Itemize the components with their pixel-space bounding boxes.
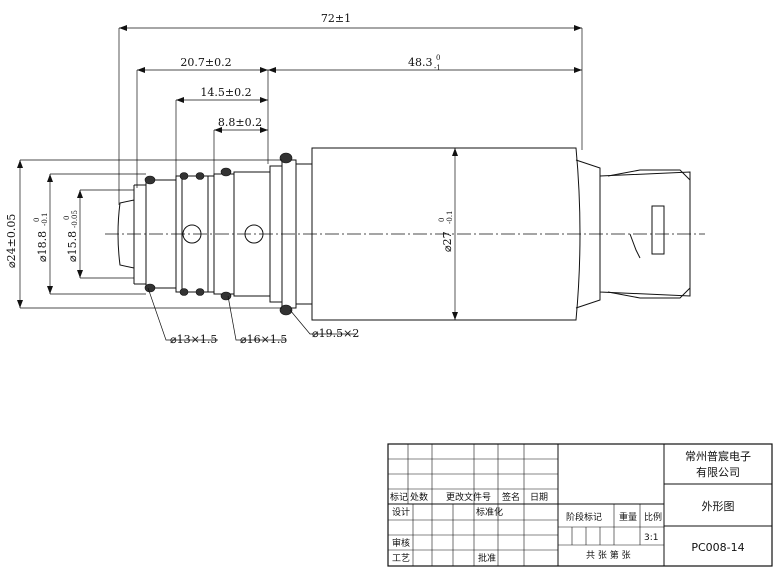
label-stage-mark: 阶段标记 bbox=[566, 511, 602, 523]
drawing-name: 外形图 bbox=[702, 500, 735, 513]
valve-body bbox=[105, 147, 705, 321]
label-ratio: 比例 bbox=[644, 511, 662, 523]
company-name-line2: 有限公司 bbox=[696, 465, 740, 479]
label-review: 审核 bbox=[392, 537, 410, 549]
port-hole bbox=[244, 224, 264, 244]
dim-dia-15-8-tol-upper: 0 bbox=[63, 216, 71, 220]
dim-dia-18-8-tol-upper: 0 bbox=[33, 218, 41, 222]
dim-dia-24: ⌀24±0.05 bbox=[5, 214, 18, 268]
label-oring-16: ⌀16×1.5 bbox=[240, 333, 287, 346]
header-count: 处数 bbox=[410, 491, 428, 503]
header-date: 日期 bbox=[530, 492, 548, 503]
dim-48-3-tol-lower: -1 bbox=[434, 64, 441, 72]
title-block-text: 标记 处数 更改文件号 签名 日期 设计 标准化 审核 工艺 批准 阶段标记 重… bbox=[390, 449, 751, 564]
company-name-line1: 常州普宸电子 bbox=[685, 449, 751, 463]
label-oring-13: ⌀13×1.5 bbox=[170, 333, 217, 346]
dim-dia-18-8: ⌀18.8 bbox=[36, 231, 49, 262]
dim-dia-15-8-tol-lower: -0.05 bbox=[71, 210, 79, 228]
label-approve: 批准 bbox=[478, 552, 496, 564]
arrowheads bbox=[17, 25, 582, 320]
dim-dia-18-8-tol-lower: -0.1 bbox=[41, 213, 49, 227]
header-mark: 标记 bbox=[390, 491, 408, 503]
drawing-number: PC008-14 bbox=[691, 541, 744, 554]
label-standardize: 标准化 bbox=[476, 506, 503, 518]
label-design: 设计 bbox=[392, 506, 410, 518]
dim-dia-27-tol-lower: -0.1 bbox=[446, 211, 454, 225]
title-block bbox=[387, 443, 773, 567]
port-hole bbox=[182, 224, 202, 244]
header-change-doc: 更改文件号 bbox=[446, 491, 491, 503]
o-rings bbox=[144, 152, 293, 316]
label-weight: 重量 bbox=[619, 511, 637, 523]
dim-8-8: 8.8±0.2 bbox=[218, 116, 262, 129]
dim-20-7: 20.7±0.2 bbox=[180, 56, 231, 69]
header-signature: 签名 bbox=[502, 491, 520, 503]
dim-14-5: 14.5±0.2 bbox=[200, 86, 251, 99]
dim-dia-15-8: ⌀15.8 bbox=[66, 231, 79, 262]
dim-dia-27-tol-upper: 0 bbox=[438, 218, 446, 222]
dim-overall-length: 72±1 bbox=[321, 12, 351, 25]
label-process: 工艺 bbox=[392, 553, 410, 564]
main-body bbox=[311, 147, 581, 321]
nose bbox=[117, 199, 135, 269]
sheet-count: 共 张 第 张 bbox=[586, 549, 631, 561]
dim-dia-27: ⌀27 bbox=[441, 231, 454, 252]
scale-value: 3:1 bbox=[644, 533, 658, 543]
label-oring-19-5: ⌀19.5×2 bbox=[312, 327, 359, 340]
dim-48-3: 48.3 bbox=[408, 56, 433, 69]
dim-48-3-tol-upper: 0 bbox=[436, 54, 440, 62]
dimension-lines bbox=[19, 27, 583, 341]
